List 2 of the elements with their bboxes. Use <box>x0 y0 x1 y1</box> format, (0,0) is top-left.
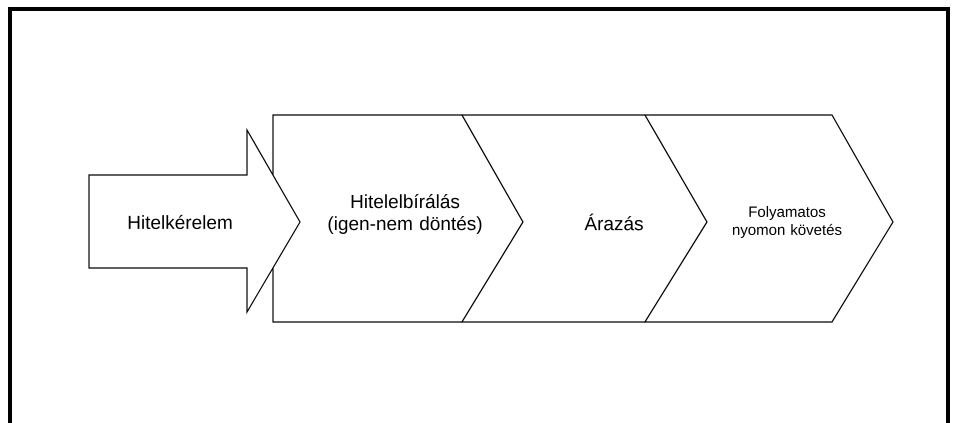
chevron-box: Folyamatos nyomon követés <box>644 114 894 323</box>
pentagon-box: Hitelelbírálás (igen-nem döntés) <box>272 114 524 323</box>
